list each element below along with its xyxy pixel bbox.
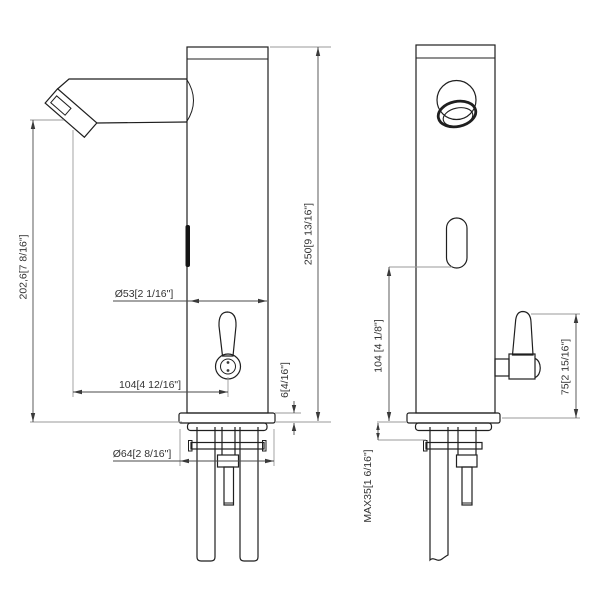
faucet-body-side (186, 46, 269, 414)
mounting-washer-side (190, 441, 265, 450)
lever-cap-arc (534, 357, 541, 379)
deck-flange-front (406, 412, 501, 424)
lever-arm-front (511, 310, 534, 356)
dim-flange-diameter: Ø64[2 8/16"] (113, 429, 275, 466)
sensor-window-side (185, 225, 190, 267)
deck-flange-side (178, 412, 276, 424)
lever-arm-side (218, 311, 237, 357)
lever-screw-dot (226, 369, 230, 372)
dim-max-deck: MAX35[1 6/16"] (362, 421, 426, 523)
dim-sensor-height: 104 [4 1/8"] (373, 266, 452, 421)
aerator-collar (44, 87, 98, 139)
sensor-window-front (445, 217, 468, 269)
dim-outlet-height: 202,6[7 8/16"] (18, 119, 182, 423)
lever-connector (494, 358, 510, 377)
dim-sensor-height-label: 104 [4 1/8"] (373, 319, 385, 372)
spout-shoulder-circle (436, 79, 477, 121)
supply-pipe (239, 427, 259, 562)
mixer-lever-front (494, 310, 541, 380)
dim-base-height: 6[4/16"] (275, 362, 331, 435)
dim-flange-diameter-label: Ø64[2 8/16"] (113, 448, 172, 460)
dim-total-height-label: 250[9 13/16"] (303, 203, 315, 265)
base-gasket-front (414, 422, 493, 432)
threaded-stud-front (461, 466, 473, 506)
spout-front (436, 79, 478, 129)
dim-base-height-label: 6[4/16"] (279, 362, 291, 398)
dim-body-diameter-label: Ø53[2 1/16"] (115, 288, 174, 300)
base-gasket-side (186, 422, 268, 432)
mounting-washer-front (425, 441, 483, 450)
dim-outlet-height-label: 202,6[7 8/16"] (18, 234, 30, 299)
aerator-insert (50, 95, 72, 116)
lever-base-outer (214, 353, 242, 380)
side-view: 202,6[7 8/16"] Ø53[2 1/16"] 104[4 12/16"… (18, 46, 331, 562)
dim-body-diameter: Ø53[2 1/16"] (113, 288, 267, 304)
supply-pipe (196, 427, 216, 562)
dim-handle-height: 75[2 15/16"] (502, 313, 580, 419)
under-deck-side (188, 427, 267, 562)
threaded-stud-side (223, 466, 235, 506)
lever-body-block (508, 353, 536, 380)
dim-max-deck-label: MAX35[1 6/16"] (362, 449, 374, 522)
spout-side (44, 78, 194, 139)
supply-pipe-front (429, 427, 449, 562)
dim-spout-reach: 104[4 12/16"] (72, 130, 229, 397)
dim-total-height: 250[9 13/16"] (270, 46, 331, 421)
under-deck-front (423, 427, 483, 562)
dim-handle-height-label: 75[2 15/16"] (560, 339, 572, 395)
dim-spout-reach-label: 104[4 12/16"] (119, 379, 181, 391)
front-view: 104 [4 1/8"] MAX35[1 6/16"] 75[2 15/16"] (362, 44, 580, 562)
lever-screw-dot (226, 361, 230, 364)
mixer-lever-side (214, 311, 242, 380)
mounting-nut-front (455, 454, 478, 468)
aerator-face (442, 107, 474, 127)
lever-base-inner (220, 358, 236, 375)
